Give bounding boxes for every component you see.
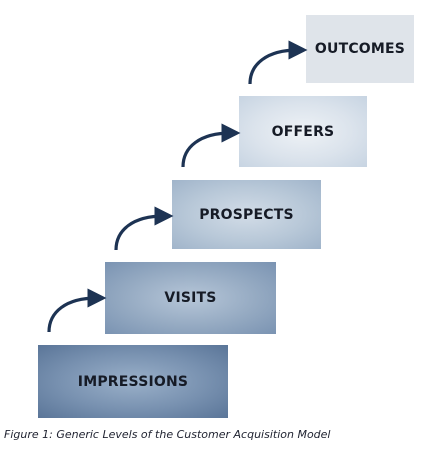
stair-label-impressions: IMPRESSIONS	[77, 373, 189, 390]
arrow-icon-3	[181, 123, 241, 168]
stair-label-visits: VISITS	[164, 290, 217, 306]
arrow-icon-4	[248, 40, 308, 85]
figure-caption: Figure 1: Generic Levels of the Customer…	[4, 428, 331, 441]
arrow-icon-1	[47, 288, 107, 333]
arrow-icon-2	[114, 206, 174, 251]
stair-label-prospects: PROSPECTS	[199, 206, 294, 223]
stair-prospects: PROSPECTS	[172, 180, 321, 249]
stair-outcomes: OUTCOMES	[306, 15, 414, 83]
stair-label-offers: OFFERS	[271, 123, 335, 140]
stair-visits: VISITS	[105, 262, 276, 334]
stair-impressions: IMPRESSIONS	[38, 345, 228, 418]
stair-label-outcomes: OUTCOMES	[314, 41, 406, 57]
stair-offers: OFFERS	[239, 96, 367, 167]
